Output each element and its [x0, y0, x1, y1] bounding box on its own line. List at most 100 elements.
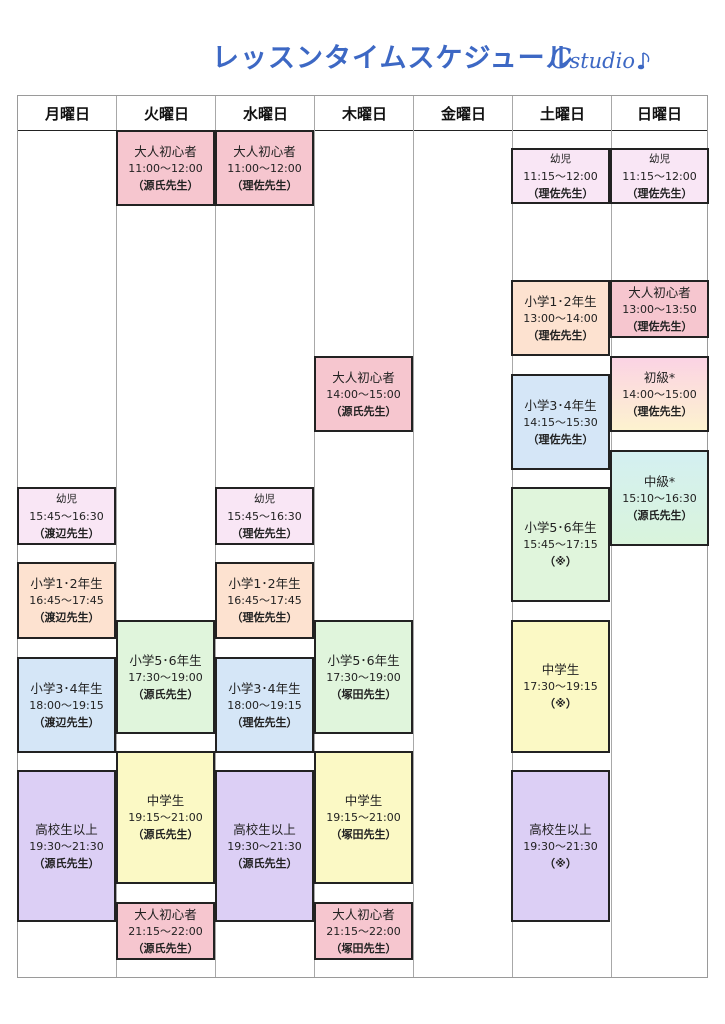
lesson-name: 大人初心者 — [628, 284, 691, 300]
lesson-block: 中級* 15:10～16:30 （源氏先生） — [610, 450, 709, 546]
lesson-teacher: （渡辺先生） — [33, 715, 100, 729]
lesson-block: 大人初心者 11:00～12:00 （理佐先生） — [215, 130, 314, 206]
lesson-teacher: （源氏先生） — [132, 828, 199, 841]
lesson-name: 小学5･6年生 — [327, 652, 400, 668]
lesson-block: 中学生 17:30～19:15 （※） — [511, 620, 610, 753]
lesson-time: 13:00～13:50 — [622, 302, 697, 316]
day-header-thu: 木曜日 — [341, 104, 387, 123]
lesson-time: 14:15～15:30 — [523, 415, 598, 429]
lesson-time: 17:30～19:00 — [326, 670, 401, 684]
lesson-time: 15:10～16:30 — [622, 491, 697, 505]
lesson-time: 15:45～16:30 — [29, 509, 104, 523]
lesson-name: 小学5･6年生 — [524, 520, 597, 535]
lesson-name: 初級* — [643, 369, 676, 385]
lesson-time: 19:30～21:30 — [523, 839, 598, 853]
day-header-sun: 日曜日 — [636, 104, 682, 123]
lesson-block: 大人初心者 21:15～22:00 （塚田先生） — [314, 902, 413, 960]
lesson-block: 高校生以上 19:30～21:30 （源氏先生） — [17, 770, 116, 922]
lesson-time: 11:15～12:00 — [523, 169, 598, 183]
column-divider — [116, 96, 117, 977]
lesson-teacher: （源氏先生） — [132, 687, 199, 701]
page-title: レッスンタイムスケジュール — [212, 43, 574, 74]
lesson-teacher: （源氏先生） — [330, 404, 397, 418]
lesson-teacher: （塚田先生） — [330, 687, 397, 701]
lesson-teacher: （理佐先生） — [527, 328, 594, 342]
lesson-time: 16:45～17:45 — [29, 594, 104, 607]
lesson-block: 中学生 19:15～21:00 （塚田先生） — [314, 751, 413, 884]
lesson-time: 19:15～21:00 — [326, 811, 401, 824]
lesson-name: 高校生以上 — [35, 821, 98, 837]
day-header-wed: 水曜日 — [242, 104, 288, 123]
lesson-name: 幼児 — [550, 152, 571, 165]
lesson-name: 小学5･6年生 — [129, 652, 202, 668]
lesson-block: 小学1･2年生 13:00～14:00 （理佐先生） — [511, 280, 610, 356]
lesson-name: 小学3･4年生 — [524, 397, 597, 413]
lesson-teacher: （源氏先生） — [132, 178, 199, 192]
lesson-block: 幼児 15:45～16:30 （理佐先生） — [215, 487, 314, 545]
day-header-tue: 火曜日 — [143, 104, 189, 123]
day-header-mon: 月曜日 — [44, 104, 90, 123]
lesson-time: 17:30～19:15 — [523, 680, 598, 693]
lesson-block: 幼児 11:15～12:00 （理佐先生） — [511, 148, 610, 204]
lesson-time: 17:30～19:00 — [128, 670, 203, 684]
lesson-teacher: （源氏先生） — [33, 856, 100, 870]
lesson-block: 大人初心者 21:15～22:00 （源氏先生） — [116, 902, 215, 960]
lesson-block: 中学生 19:15～21:00 （源氏先生） — [116, 751, 215, 884]
lesson-teacher: （源氏先生） — [132, 941, 199, 955]
lesson-name: 中学生 — [541, 662, 580, 677]
lesson-block: 初級* 14:00～15:00 （理佐先生） — [610, 356, 709, 432]
lesson-time: 21:15～22:00 — [128, 924, 203, 938]
lesson-name: 中学生 — [344, 793, 383, 808]
lesson-time: 13:00～14:00 — [523, 311, 598, 325]
lesson-block: 小学1･2年生 16:45～17:45 （理佐先生） — [215, 562, 314, 639]
column-divider — [314, 96, 315, 977]
lesson-block: 幼児 11:15～12:00 （理佐先生） — [610, 148, 709, 204]
lesson-teacher: （理佐先生） — [231, 178, 298, 192]
lesson-teacher: （理佐先生） — [527, 432, 594, 446]
lesson-block: 大人初心者 13:00～13:50 （理佐先生） — [610, 280, 709, 338]
day-header-row: 月曜日 火曜日 水曜日 木曜日 金曜日 土曜日 日曜日 — [18, 96, 707, 131]
lesson-teacher: （理佐先生） — [626, 186, 693, 200]
lesson-time: 15:45～16:30 — [227, 509, 302, 523]
lesson-name: 大人初心者 — [332, 369, 395, 385]
lesson-block: 大人初心者 11:00～12:00 （源氏先生） — [116, 130, 215, 206]
lesson-teacher: （理佐先生） — [527, 186, 594, 200]
lesson-time: 15:45～17:15 — [523, 538, 598, 551]
lesson-block: 小学5･6年生 17:30～19:00 （源氏先生） — [116, 620, 215, 734]
lesson-time: 11:00～12:00 — [227, 161, 302, 175]
lesson-teacher: （塚田先生） — [330, 828, 397, 841]
lesson-teacher: （※） — [544, 555, 577, 568]
lesson-time: 19:30～21:30 — [29, 839, 104, 853]
lesson-block: 小学3･4年生 18:00～19:15 （理佐先生） — [215, 657, 314, 753]
lesson-name: 大人初心者 — [134, 143, 197, 159]
lesson-name: 小学3･4年生 — [30, 680, 103, 696]
lesson-teacher: （理佐先生） — [626, 404, 693, 418]
logo-letter: C — [550, 42, 572, 75]
lesson-name: 小学1･2年生 — [30, 576, 103, 591]
lesson-block: 小学3･4年生 14:15～15:30 （理佐先生） — [511, 374, 610, 470]
lesson-teacher: （源氏先生） — [626, 508, 693, 522]
lesson-teacher: （※） — [544, 697, 577, 710]
lesson-block: 高校生以上 19:30～21:30 （※） — [511, 770, 610, 922]
lesson-name: 小学1･2年生 — [524, 293, 597, 309]
lesson-teacher: （渡辺先生） — [33, 526, 100, 540]
lesson-time: 21:15～22:00 — [326, 924, 401, 938]
lesson-time: 19:15～21:00 — [128, 811, 203, 824]
lesson-block: 幼児 15:45～16:30 （渡辺先生） — [17, 487, 116, 545]
lesson-name: 高校生以上 — [233, 821, 296, 837]
studio-logo: C studio — [550, 40, 653, 74]
lesson-block: 高校生以上 19:30～21:30 （源氏先生） — [215, 770, 314, 922]
lesson-teacher: （理佐先生） — [626, 319, 693, 333]
music-note-icon — [637, 52, 650, 70]
lesson-name: 幼児 — [649, 152, 670, 165]
lesson-time: 11:00～12:00 — [128, 161, 203, 175]
lesson-name: 大人初心者 — [134, 906, 197, 922]
lesson-name: 高校生以上 — [529, 821, 592, 837]
day-header-fri: 金曜日 — [440, 104, 486, 123]
lesson-name: 大人初心者 — [332, 906, 395, 922]
lesson-block: 小学5･6年生 15:45～17:15 （※） — [511, 487, 610, 602]
lesson-name: 小学1･2年生 — [228, 576, 301, 591]
column-divider — [413, 96, 414, 977]
lesson-teacher: （理佐先生） — [231, 715, 298, 729]
lesson-name: 大人初心者 — [233, 143, 296, 159]
